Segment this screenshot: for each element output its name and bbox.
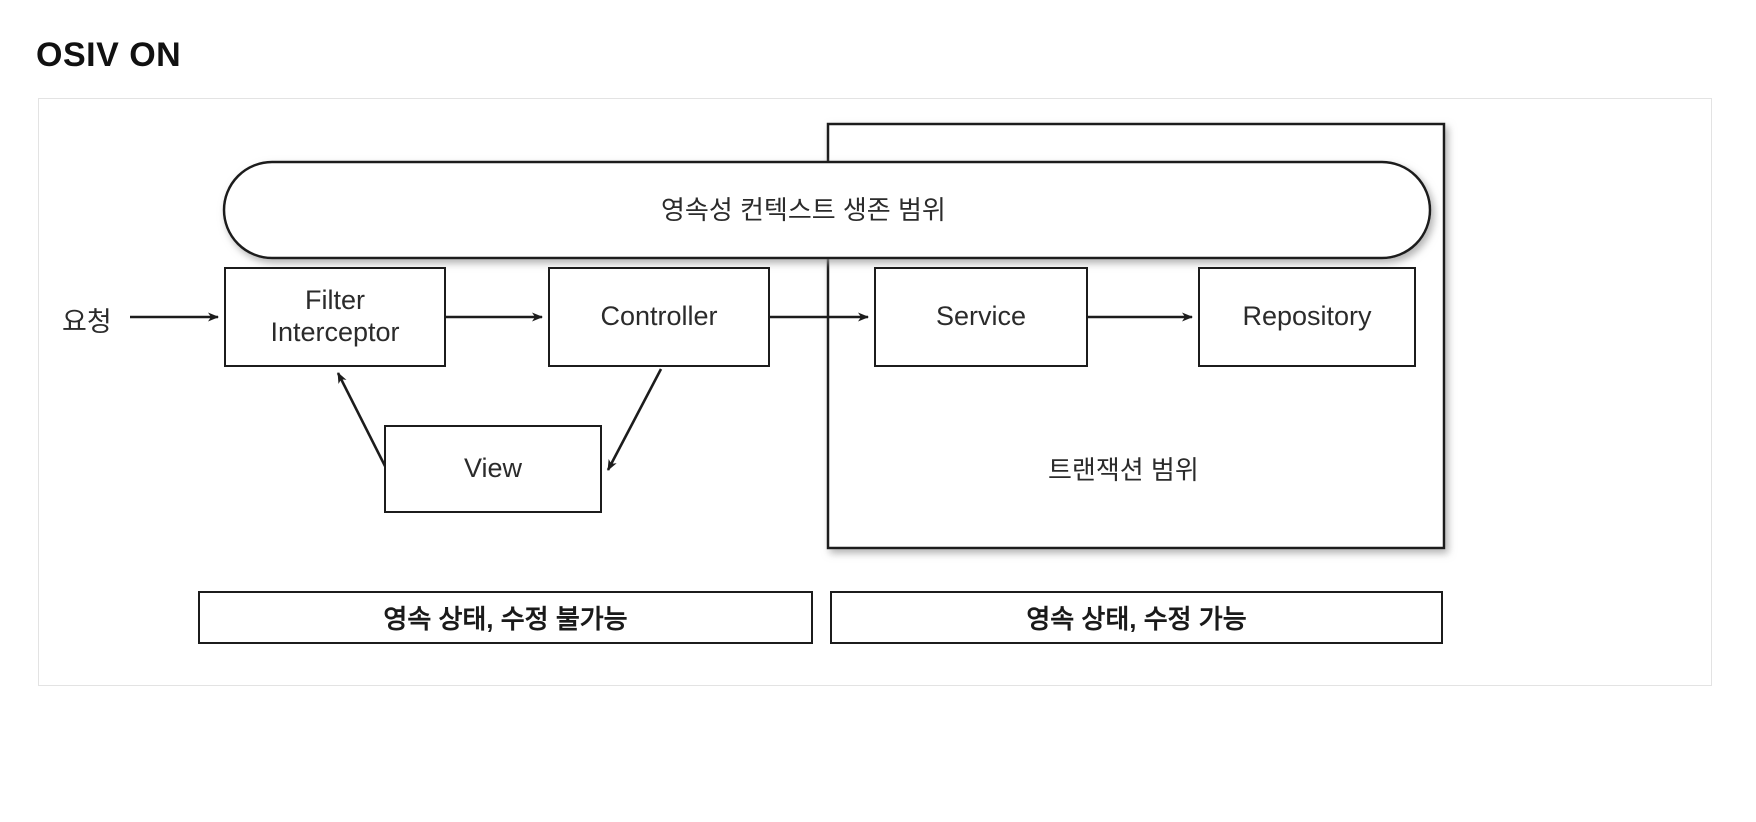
node-filter-interceptor[interactable]: Filter Interceptor — [224, 267, 446, 367]
request-label: 요청 — [62, 307, 112, 337]
banner-persistent-readonly-label: 영속 상태, 수정 불가능 — [383, 604, 628, 634]
persistence-context-scope-label: 영속성 컨텍스트 생존 범위 — [661, 195, 946, 225]
node-filter-interceptor-label-line2: Interceptor — [270, 317, 400, 347]
node-controller[interactable]: Controller — [548, 267, 770, 367]
node-controller-label: Controller — [600, 301, 718, 332]
banner-persistent-writable: 영속 상태, 수정 가능 — [830, 591, 1443, 644]
node-repository[interactable]: Repository — [1198, 267, 1416, 367]
banner-persistent-writable-label: 영속 상태, 수정 가능 — [1026, 604, 1247, 634]
node-service-label: Service — [935, 301, 1027, 332]
transaction-scope-label: 트랜잭션 범위 — [1048, 455, 1199, 485]
node-repository-label: Repository — [1242, 301, 1372, 332]
node-filter-interceptor-label-line1: Filter — [304, 285, 365, 316]
node-service[interactable]: Service — [874, 267, 1088, 367]
page-title: OSIV ON — [36, 36, 182, 74]
node-view[interactable]: View — [384, 425, 602, 513]
banner-persistent-readonly: 영속 상태, 수정 불가능 — [198, 591, 813, 644]
node-view-label: View — [463, 453, 523, 484]
